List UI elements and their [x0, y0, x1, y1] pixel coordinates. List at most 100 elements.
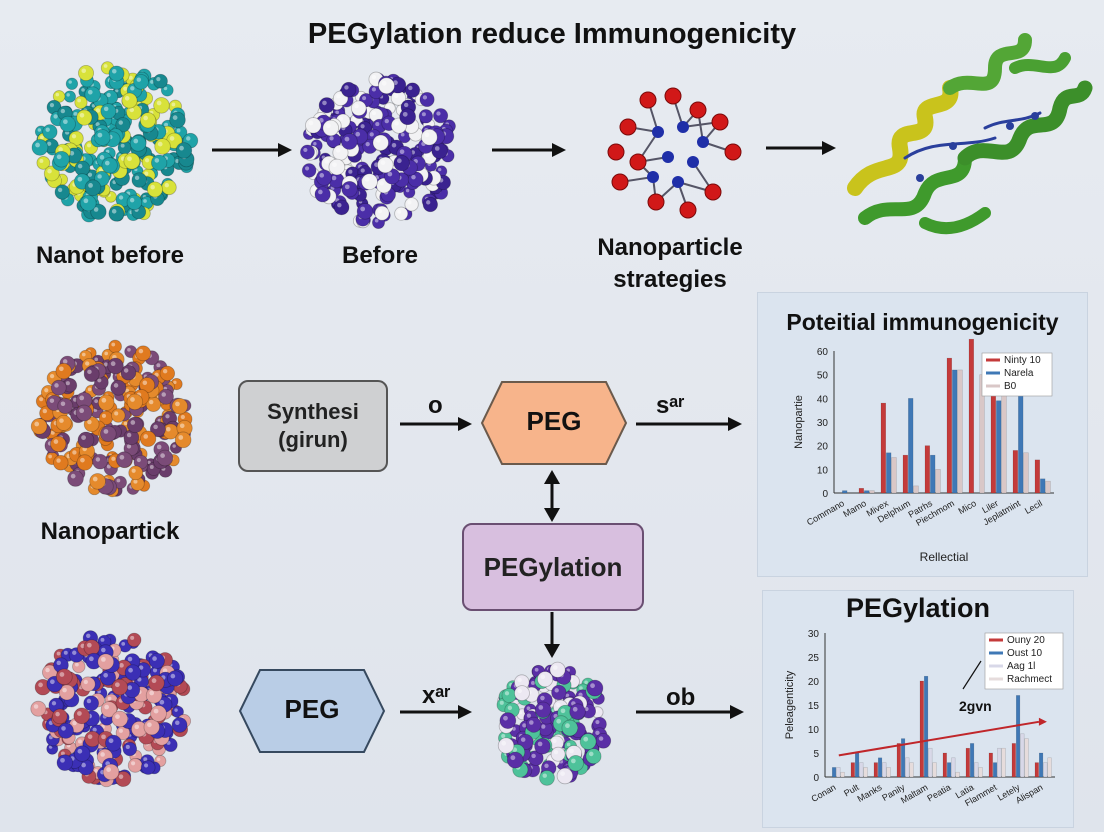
atom-highlight — [94, 768, 98, 773]
label-before: Before — [341, 242, 419, 269]
atom-highlight — [369, 132, 374, 137]
atom — [561, 719, 579, 737]
atom-highlight — [319, 118, 324, 123]
atom — [361, 173, 378, 190]
atom-highlight — [386, 104, 390, 109]
atom-highlight — [58, 147, 63, 152]
y-tick-label: 5 — [813, 749, 819, 760]
atom-highlight — [319, 173, 325, 178]
atom-highlight — [81, 762, 86, 768]
atom-highlight — [507, 705, 513, 711]
atom-highlight — [73, 397, 78, 402]
atom — [126, 393, 144, 411]
atom-highlight — [376, 138, 381, 143]
chart1-svg: 0102030405060CommanoMamoMivexDelphumPatr… — [793, 338, 1054, 564]
atom-highlight — [107, 696, 112, 701]
atom-highlight — [153, 708, 159, 714]
atom — [431, 142, 448, 160]
atom — [158, 388, 174, 405]
atom-highlight — [175, 401, 180, 407]
atom-highlight — [53, 114, 58, 119]
bar — [901, 738, 906, 778]
atom-highlight — [114, 411, 119, 416]
atom — [404, 197, 419, 212]
atom-highlight — [60, 751, 65, 756]
atom-highlight — [394, 121, 399, 126]
atom — [55, 362, 72, 380]
bar — [886, 452, 892, 494]
nanoparticle-green-purple — [496, 661, 612, 786]
atom-highlight — [125, 388, 130, 393]
bar — [913, 485, 919, 494]
y-tick-label: 0 — [813, 773, 819, 784]
atom-highlight — [371, 111, 377, 116]
atom — [100, 103, 117, 120]
atom-highlight — [335, 148, 341, 153]
atom-highlight — [149, 465, 154, 469]
atom-highlight — [130, 86, 135, 91]
atom — [73, 707, 91, 725]
atom-highlight — [99, 155, 105, 160]
atom-highlight — [165, 414, 170, 419]
atom — [107, 357, 124, 375]
atom-highlight — [100, 752, 105, 757]
atom — [140, 760, 156, 775]
atom — [514, 685, 530, 702]
synthesi-line2: (girun) — [278, 427, 348, 452]
x-tick-label: Mico — [957, 498, 978, 516]
atom-highlight — [541, 724, 546, 729]
atom — [149, 421, 166, 438]
atom-highlight — [572, 706, 578, 712]
atom — [58, 684, 75, 701]
atom-highlight — [127, 685, 133, 690]
atom-highlight — [584, 680, 588, 685]
atom-highlight — [106, 464, 111, 469]
atom-highlight — [336, 94, 341, 99]
atom-highlight — [123, 86, 128, 91]
atom — [569, 703, 586, 720]
atom-highlight — [387, 171, 393, 177]
arrow-label-x: xᵃʳ — [422, 682, 451, 709]
bar — [1001, 747, 1006, 778]
atom-highlight — [344, 184, 350, 190]
atom-highlight — [156, 363, 161, 368]
atom-highlight — [56, 660, 61, 666]
atom-highlight — [517, 677, 522, 683]
atom-highlight — [111, 209, 117, 214]
atom-highlight — [49, 103, 55, 108]
atom — [586, 679, 604, 697]
peg-hexagon-top — [480, 381, 628, 465]
bar — [1040, 478, 1046, 494]
molecule-red-blue — [607, 87, 742, 219]
atom — [148, 674, 165, 692]
bar — [1045, 480, 1051, 494]
atom-highlight — [50, 679, 55, 685]
bar — [935, 469, 941, 494]
synthesi-box: Synthesi (girun) — [238, 380, 388, 472]
bar — [988, 752, 993, 778]
atom-highlight — [149, 399, 154, 405]
atom-highlight — [379, 181, 384, 186]
atom — [111, 710, 129, 728]
atom — [161, 179, 177, 196]
atom-highlight — [123, 421, 128, 426]
atom — [378, 77, 395, 95]
atom-highlight — [71, 134, 77, 139]
bar — [902, 454, 908, 494]
nanoparticle-orange-purple — [30, 339, 193, 498]
nanoparticle-purple-white — [300, 71, 456, 229]
atom-highlight — [60, 757, 65, 763]
atom-highlight — [92, 727, 97, 732]
atom-highlight — [62, 359, 68, 364]
atom — [322, 119, 340, 137]
atom-highlight — [425, 153, 430, 158]
peg-top-label: PEG — [526, 406, 582, 436]
atom-highlight — [499, 700, 504, 705]
atom-highlight — [81, 435, 86, 440]
legend-label: Aag 1l — [1007, 661, 1035, 672]
atom — [83, 639, 100, 656]
atom-highlight — [56, 154, 62, 160]
atom-highlight — [123, 368, 129, 373]
atom-highlight — [186, 136, 191, 141]
atom-highlight — [94, 357, 99, 362]
